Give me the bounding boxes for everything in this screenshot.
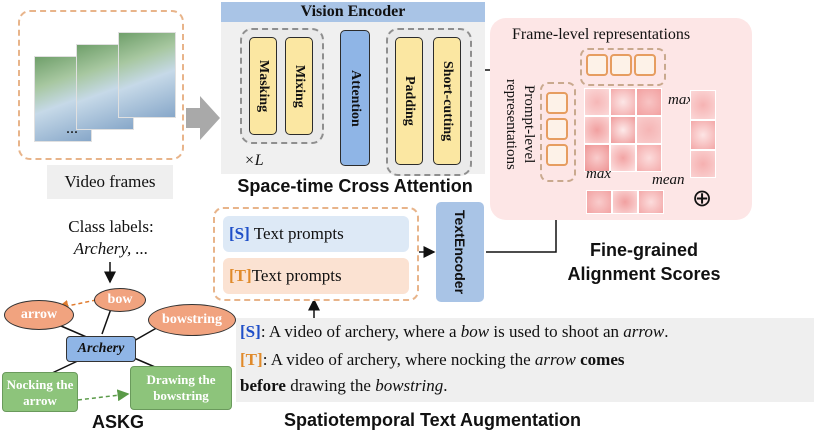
text-encoder-block: Text Encoder [436, 202, 484, 302]
attention-block: Attention [340, 30, 370, 166]
desc-s-tag: S [245, 322, 256, 341]
layer-repeat-label: ×L [244, 152, 264, 169]
alignment-caption-line2: Alignment Scores [567, 264, 721, 284]
big-flow-arrow [186, 96, 220, 140]
frame-level-label: Frame-level representations [512, 26, 691, 43]
temporal-description-line1: [T]: A video of archery, where nocking t… [240, 350, 625, 369]
text-encoder-line2: Encoder [452, 237, 468, 294]
padding-block: Padding [395, 37, 423, 165]
similarity-cell-1-1 [584, 88, 610, 116]
max-row-cell-3 [638, 190, 664, 214]
desc-t-tag: T [245, 350, 258, 369]
askg-node-drawing: Drawing the bowstring [130, 366, 232, 410]
t-tag: T [234, 266, 247, 285]
similarity-cell-3-1 [584, 144, 610, 172]
askg-node-bowstring: bowstring [148, 304, 236, 336]
askg-node-bow: bow [94, 288, 146, 312]
frame-rep-box-2 [610, 54, 632, 76]
t-close-bracket: ] [246, 266, 252, 285]
alignment-caption-line1: Fine-grained [589, 240, 698, 260]
alignment-caption: Fine-grained Alignment Scores [544, 238, 744, 286]
frame-level-group [580, 48, 666, 86]
augmented-description-box [236, 318, 814, 402]
vision-encoder-title: Vision Encoder [221, 2, 485, 22]
nocking-line1: Nocking the [6, 377, 74, 392]
mixing-block: Mixing [285, 37, 313, 135]
prompt-level-line2: representations [503, 78, 519, 170]
askg-node-nocking: Nocking the arrow [2, 372, 78, 412]
drawing-line1: Drawing the [146, 372, 216, 387]
prompt-rep-box-2 [546, 118, 568, 140]
prompt-level-label: Prompt-level representations [500, 60, 538, 188]
class-labels-title: Class labels: [68, 217, 154, 236]
prompt-level-group [540, 82, 576, 182]
video-frame-3 [118, 32, 176, 118]
t-open-bracket: [ [229, 266, 235, 285]
similarity-cell-3-3 [636, 144, 662, 172]
frame-rep-box-3 [634, 54, 656, 76]
similarity-cell-2-2 [610, 116, 636, 144]
max-right-label: max [668, 92, 693, 108]
spatial-text-prompt: [S] Text prompts [223, 216, 409, 252]
askg-node-arrow: arrow [4, 300, 74, 330]
similarity-cell-2-1 [584, 116, 610, 144]
max-down-label: max [586, 166, 611, 182]
frame-rep-box-1 [586, 54, 608, 76]
class-labels-values: Archery, ... [73, 239, 149, 258]
s-tag: S [234, 224, 245, 243]
masking-block: Masking [249, 37, 277, 135]
temporal-text-prompt: [T]Text prompts [223, 258, 409, 294]
prompt-rep-box-3 [546, 144, 568, 166]
max-row-cell-2 [612, 190, 638, 214]
similarity-cell-3-2 [610, 144, 636, 172]
max-column-cell-2 [690, 120, 716, 150]
s-open-bracket: [ [229, 224, 235, 243]
similarity-cell-1-3 [636, 88, 662, 116]
mean-label: mean [652, 172, 685, 188]
video-frames-ellipsis: ... [66, 120, 78, 137]
s-prompt-text: Text prompts [249, 224, 344, 243]
space-time-caption: Space-time Cross Attention [237, 176, 473, 196]
t-prompt-text: Text prompts [251, 266, 342, 285]
max-column-cell-1 [690, 90, 716, 120]
askg-node-archery: Archery [66, 336, 136, 362]
similarity-cell-2-3 [636, 116, 662, 144]
max-row-cell-1 [586, 190, 612, 214]
nocking-line2: arrow [23, 393, 57, 408]
short-cutting-block: Short-cutting [433, 37, 461, 165]
text-encoder-line1: Text [452, 210, 468, 238]
prompt-level-line1: Prompt-level [521, 84, 537, 164]
prompt-rep-box-1 [546, 92, 568, 114]
spatial-description: [S]: A video of archery, where a bow is … [240, 322, 669, 341]
drawing-line2: bowstring [153, 388, 209, 403]
temporal-description-line2: before drawing the bowstring. [240, 376, 448, 395]
text-augmentation-caption: Spatiotemporal Text Augmentation [284, 410, 582, 430]
video-frames-label: Video frames [47, 165, 173, 199]
class-labels: Class labels: Archery, ... [44, 216, 178, 260]
similarity-cell-1-2 [610, 88, 636, 116]
askg-caption: ASKG [92, 412, 145, 432]
s-close-bracket: ] [244, 224, 250, 243]
sum-operator-icon: ⊕ [692, 185, 713, 212]
max-column-cell-3 [690, 150, 716, 178]
